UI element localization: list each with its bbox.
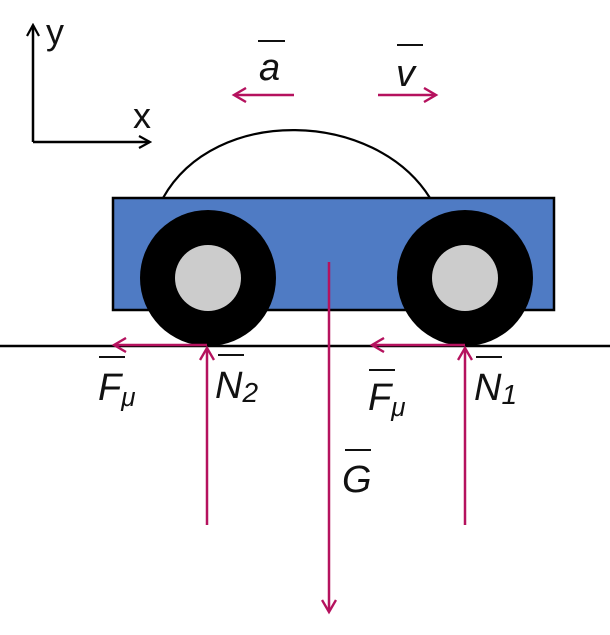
friction-force-rear: Fμ [98,345,207,412]
normal-force-rear-symbol: N [215,365,243,407]
gravity-label: G [342,459,372,501]
friction-force-front-symbol: F [368,377,393,419]
acceleration-vector: a [234,40,294,95]
front-wheel [397,210,533,346]
normal-force-rear-label: N2 [215,365,258,408]
friction-force-front-subscript: μ [390,392,405,422]
car [111,129,556,346]
velocity-label: v [396,53,417,95]
friction-force-rear-subscript: μ [120,382,135,412]
friction-force-front: Fμ [368,345,465,422]
normal-force-rear: N2 [207,348,258,525]
rear-wheel [140,210,276,346]
y-axis-label: y [46,11,64,52]
rear-wheel-hub [175,245,241,311]
normal-force-front-symbol: N [474,367,502,409]
car-roof [162,129,431,199]
friction-force-rear-symbol: F [98,367,123,409]
front-wheel-hub [432,245,498,311]
normal-force-front-subscript: 1 [501,379,517,410]
friction-force-front-label: Fμ [368,377,405,422]
normal-force-front: N1 [465,348,517,525]
coordinate-axes: y x [33,11,151,142]
acceleration-label: a [259,47,280,89]
normal-force-rear-subscript: 2 [241,377,258,408]
friction-force-rear-label: Fμ [98,367,135,412]
normal-force-front-label: N1 [474,367,517,410]
x-axis-label: x [133,95,151,136]
velocity-vector: v [378,44,436,95]
gravity-vector: G [329,262,372,612]
